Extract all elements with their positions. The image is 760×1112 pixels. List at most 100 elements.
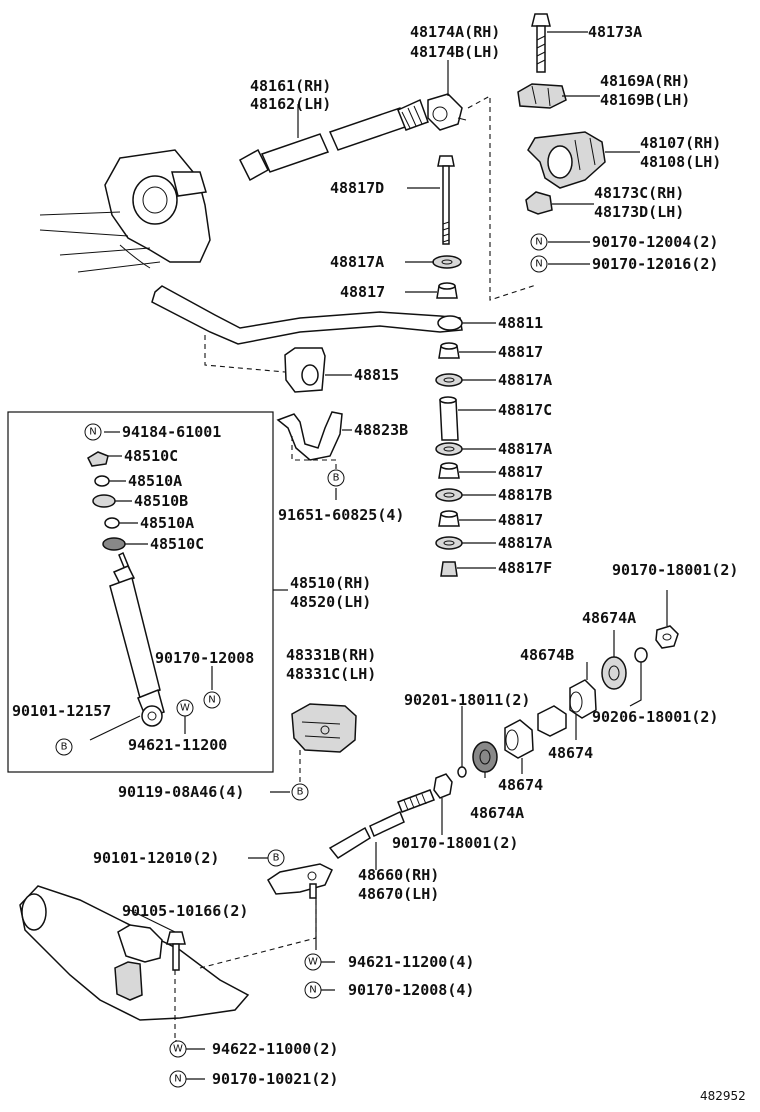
w-symbol-icon bbox=[169, 1040, 187, 1058]
label-48331C: 48331C(LH) bbox=[286, 665, 376, 683]
b-symbol-icon bbox=[55, 738, 73, 756]
washer-48817A-3 bbox=[435, 442, 463, 456]
strut-rod-48660 bbox=[267, 789, 435, 899]
retainer-48674A-bot bbox=[472, 741, 498, 773]
collar-48817C bbox=[439, 396, 459, 441]
washer-48817A-4 bbox=[435, 536, 463, 550]
svg-text:B: B bbox=[273, 853, 280, 864]
label-90206-18001: 90206-18001(2) bbox=[592, 708, 718, 726]
label-90170-12008-in: 90170-12008 bbox=[155, 649, 254, 667]
n-symbol-icon bbox=[530, 255, 548, 273]
dashed-guide-top bbox=[467, 95, 537, 301]
label-48817A-2: 48817A bbox=[498, 371, 552, 389]
cap-48173C bbox=[525, 191, 553, 215]
cam-48107 bbox=[527, 131, 606, 189]
washer-48817B bbox=[435, 488, 463, 502]
washer-90206 bbox=[634, 647, 648, 663]
b-symbol-icon bbox=[327, 469, 345, 487]
label-48674A-top: 48674A bbox=[582, 609, 636, 627]
label-90101-12157: 90101-12157 bbox=[12, 702, 111, 720]
label-48817-1: 48817 bbox=[340, 283, 385, 301]
label-48817D: 48817D bbox=[330, 179, 384, 197]
label-48173A: 48173A bbox=[588, 23, 642, 41]
svg-text:N: N bbox=[208, 695, 215, 706]
shock-small-parts bbox=[87, 451, 126, 551]
label-48817F: 48817F bbox=[498, 559, 552, 577]
nut-90170-18001 bbox=[655, 625, 679, 649]
label-48817-3: 48817 bbox=[498, 463, 543, 481]
bushing-48817-3 bbox=[438, 462, 460, 479]
label-48510C-2: 48510C bbox=[150, 535, 204, 553]
bolt-90105 bbox=[166, 931, 186, 971]
label-90170-12008-4: 90170-12008(4) bbox=[348, 981, 474, 999]
bolt-48817D bbox=[437, 155, 455, 245]
b-symbol-icon bbox=[291, 783, 309, 801]
label-48510C-1: 48510C bbox=[124, 447, 178, 465]
nut-48817F bbox=[440, 561, 458, 577]
label-48173D: 48173D(LH) bbox=[594, 203, 684, 221]
label-48169A: 48169A(RH) bbox=[600, 72, 690, 90]
svg-text:B: B bbox=[297, 787, 304, 798]
label-94622-11000: 94622-11000(2) bbox=[212, 1040, 338, 1058]
n-symbol-icon bbox=[304, 981, 322, 999]
w-symbol-icon bbox=[304, 953, 322, 971]
shock-absorber-kit-box bbox=[7, 411, 274, 773]
label-48520: 48520(LH) bbox=[290, 593, 371, 611]
label-48815: 48815 bbox=[354, 366, 399, 384]
bushing-48817-4 bbox=[438, 510, 460, 527]
retainer-48674A-top bbox=[601, 656, 627, 690]
label-91651-60825: 91651-60825(4) bbox=[278, 506, 404, 524]
boot-48174A bbox=[427, 93, 467, 131]
label-90119-08A46: 90119-08A46(4) bbox=[118, 783, 244, 801]
label-48817B: 48817B bbox=[498, 486, 552, 504]
label-48817-4: 48817 bbox=[498, 511, 543, 529]
stabilizer-bar-48811 bbox=[151, 285, 463, 345]
svg-text:W: W bbox=[173, 1044, 183, 1055]
bushing-48674-mid bbox=[504, 719, 534, 759]
label-48817-2: 48817 bbox=[498, 343, 543, 361]
cap-48169A bbox=[517, 83, 567, 109]
dashed-guide-bar bbox=[204, 335, 286, 373]
symbol-circles: N N N B N W B B B W N W N bbox=[55, 233, 548, 1088]
bushing-48817-2 bbox=[438, 342, 460, 359]
figure-number: 482952 bbox=[700, 1089, 746, 1103]
svg-text:W: W bbox=[308, 957, 318, 968]
label-90170-18001-top: 90170-18001(2) bbox=[612, 561, 738, 579]
svg-text:N: N bbox=[535, 237, 542, 248]
n-symbol-icon bbox=[84, 423, 102, 441]
lower-arm-drawing bbox=[19, 885, 250, 1021]
label-90105-10166: 90105-10166(2) bbox=[122, 902, 248, 920]
label-48162: 48162(LH) bbox=[250, 95, 331, 113]
bushing-48815 bbox=[284, 347, 326, 393]
bushing-48817-1 bbox=[436, 282, 458, 299]
washer-48817A-1 bbox=[432, 255, 462, 269]
label-48660: 48660(RH) bbox=[358, 866, 439, 884]
collar-48674B bbox=[537, 705, 567, 737]
bracket-48823B bbox=[276, 411, 343, 461]
label-94621-11200-4: 94621-11200(4) bbox=[348, 953, 474, 971]
part-labels: 48173A 48174A(RH) 48174B(LH) 48161(RH) 4… bbox=[12, 23, 746, 1103]
dashed-guide-bracket bbox=[291, 436, 337, 470]
knuckle-hub-drawing bbox=[39, 149, 211, 273]
svg-text:N: N bbox=[174, 1074, 181, 1085]
label-48510A-2: 48510A bbox=[140, 514, 194, 532]
svg-text:B: B bbox=[333, 473, 340, 484]
bushing-48674-top bbox=[569, 679, 597, 719]
label-94621-11200-in: 94621-11200 bbox=[128, 736, 227, 754]
label-48811: 48811 bbox=[498, 314, 543, 332]
svg-text:N: N bbox=[309, 985, 316, 996]
label-48510: 48510(RH) bbox=[290, 574, 371, 592]
label-48674-right: 48674 bbox=[548, 744, 593, 762]
shock-absorber-48510 bbox=[109, 551, 165, 727]
bracket-48331B bbox=[291, 703, 357, 753]
label-90201-18011: 90201-18011(2) bbox=[404, 691, 530, 709]
label-48107: 48107(RH) bbox=[640, 134, 721, 152]
svg-text:B: B bbox=[61, 742, 68, 753]
nut-bottom bbox=[433, 773, 453, 799]
n-symbol-icon bbox=[169, 1070, 187, 1088]
label-48674-left: 48674 bbox=[498, 776, 543, 794]
label-48817A-3: 48817A bbox=[498, 440, 552, 458]
label-48670: 48670(LH) bbox=[358, 885, 439, 903]
w-symbol-icon bbox=[176, 699, 194, 717]
